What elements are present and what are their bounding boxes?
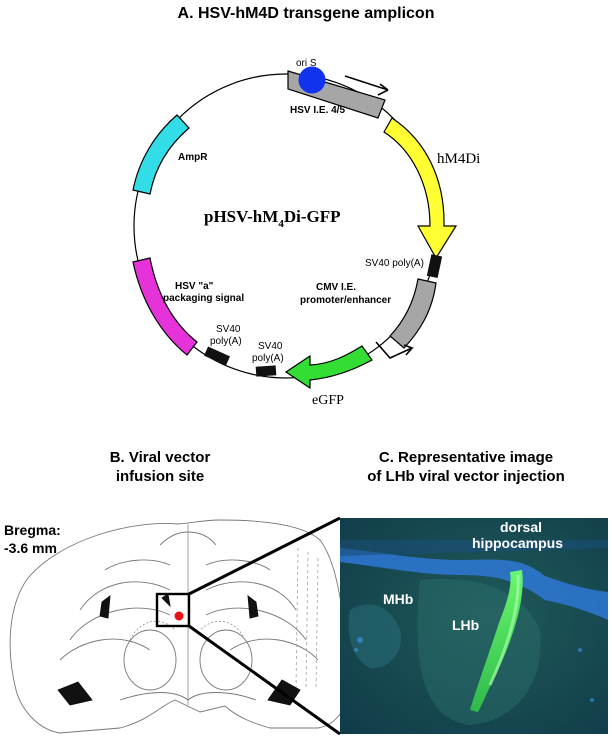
bregma-label: Bregma:: [4, 522, 61, 538]
ventricle-left: [57, 681, 93, 706]
label-hsv-a-2: packaging signal: [163, 293, 244, 304]
label-lhb: LHb: [452, 617, 479, 633]
zoom-line-bottom: [188, 624, 341, 736]
hm4di-segment: [383, 117, 458, 260]
panel-c-title-line1: C. Representative image: [378, 449, 554, 466]
tract-right: [247, 595, 259, 619]
label-sv40-2-2: poly(A): [210, 336, 242, 347]
cmv-segment: [389, 278, 437, 349]
hsv-a-segment: [132, 257, 198, 356]
tract-left: [99, 595, 111, 619]
plasmid-name-tail: Di-GFP: [284, 207, 341, 226]
region-inset-box: [155, 592, 191, 628]
label-hsv-ie: HSV I.E. 4/5: [290, 105, 345, 116]
label-ampr: AmpR: [178, 152, 208, 163]
mhb-region: [348, 604, 401, 669]
label-sv40-1: SV40 poly(A): [365, 258, 424, 269]
panel-a-title: A. HSV-hM4D transgene amplicon: [177, 5, 435, 22]
injection-site-marker: [174, 611, 184, 621]
label-hsv-a-1: HSV "a": [175, 281, 214, 292]
label-cmv-1: CMV I.E.: [316, 282, 356, 293]
label-sv40-3-1: SV40: [258, 341, 283, 352]
label-egfp: eGFP: [312, 393, 344, 408]
fluorescence-labels: dorsal hippocampus MHb LHb: [383, 519, 563, 633]
label-hm4di: hM4Di: [437, 151, 480, 167]
brain-section: [9, 519, 351, 734]
sv40-block-3: [255, 365, 277, 377]
sv40-block-1: [426, 254, 443, 279]
panel-b-title-line2: infusion site: [115, 468, 205, 485]
ampr-segment: [132, 114, 190, 195]
brain-outline: [9, 519, 351, 734]
plasmid-map: [132, 66, 458, 390]
panel-b-title-line1: B. Viral vector: [109, 449, 211, 466]
egfp-segment: [284, 345, 373, 390]
sv40-block-2: [204, 346, 230, 366]
fluorescence-image: [340, 518, 608, 734]
label-sv40-3-2: poly(A): [252, 353, 284, 364]
cmv-promoter-arrow: [375, 341, 415, 359]
panel-c-title-line2: of LHb viral vector injection: [367, 468, 565, 485]
label-mhb: MHb: [383, 591, 413, 607]
bregma-value: -3.6 mm: [4, 540, 57, 556]
label-dorsal-1: dorsal: [500, 519, 542, 535]
ori-marker: [298, 66, 326, 94]
label-dorsal-2: hippocampus: [472, 535, 563, 551]
plasmid-name-sub: 4: [278, 218, 284, 230]
label-sv40-2-1: SV40: [216, 324, 241, 335]
dorsal-border: [340, 548, 608, 620]
label-ori: ori S: [296, 58, 317, 69]
plasmid-name-main: pHSV-hM: [204, 207, 278, 226]
plasmid-labels: ori S HSV I.E. 4/5 hM4Di AmpR SV40 poly(…: [163, 58, 480, 408]
gfp-expression-streak: [470, 570, 523, 712]
plasmid-name: pHSV-hM4Di-GFP: [204, 207, 340, 230]
hsv-ie-promoter-arrow: [344, 75, 389, 96]
zoom-line-top: [188, 516, 341, 596]
label-cmv-2: promoter/enhancer: [300, 295, 391, 306]
